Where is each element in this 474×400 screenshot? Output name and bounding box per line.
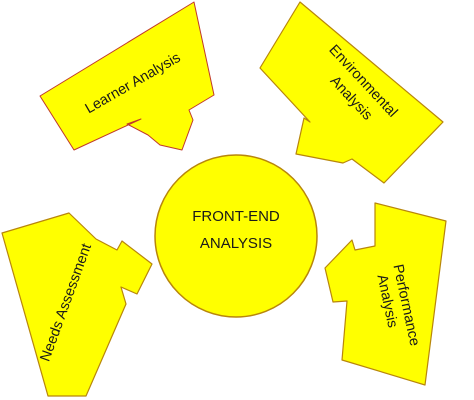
environmental-analysis-shape — [259, 1, 444, 184]
center-label-line2: ANALYSIS — [200, 235, 272, 252]
performance-analysis-shape — [324, 202, 447, 386]
center-node: FRONT-END ANALYSIS — [154, 154, 318, 318]
learner-analysis-callout: Learner Analysis — [39, 1, 215, 151]
environmental-analysis-callout: Environmental Analysis — [259, 1, 444, 184]
center-circle — [154, 154, 318, 318]
needs-assessment-shape — [1, 212, 153, 397]
needs-assessment-callout: Needs Assessment — [1, 212, 153, 397]
performance-analysis-callout: Performance Analysis — [324, 202, 447, 386]
center-label-line1: FRONT-END — [192, 208, 280, 225]
learner-analysis-shape — [39, 1, 215, 151]
